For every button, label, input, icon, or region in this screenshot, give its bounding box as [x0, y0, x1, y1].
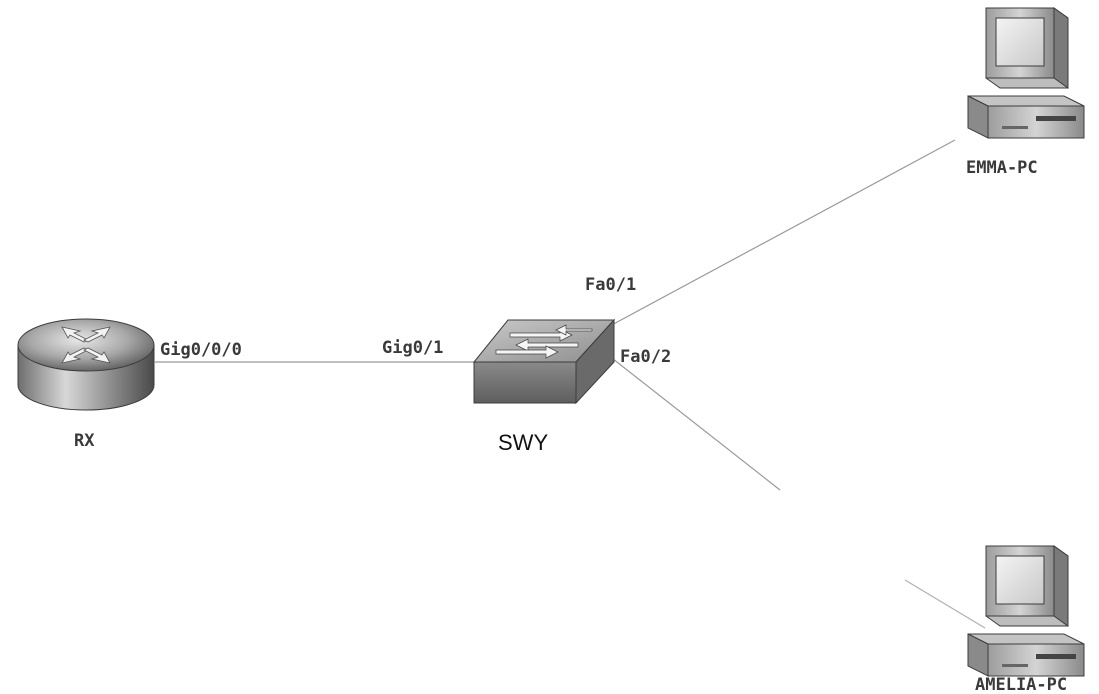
link-switch-amelia-pc-end[interactable] [904, 579, 986, 629]
pc-name-emma: EMMA-PC [966, 158, 1038, 178]
pc-icon[interactable] [967, 7, 1085, 139]
switch-port-label-fa01: Fa0/1 [585, 275, 636, 295]
switch-port-label-gig: Gig0/1 [382, 338, 443, 358]
switch-icon[interactable] [472, 318, 616, 405]
switch-port-label-fa02: Fa0/2 [620, 347, 671, 367]
router-icon[interactable] [17, 318, 155, 411]
router-port-label: Gig0/0/0 [160, 340, 242, 360]
switch-name: SWY [498, 430, 548, 455]
link-switch-amelia-pc[interactable] [607, 354, 781, 491]
pc-name-amelia: AMELIA-PC [975, 675, 1067, 694]
pc-icon[interactable] [967, 545, 1085, 677]
link-switch-emma-pc[interactable] [607, 139, 956, 328]
router-name: RX [74, 431, 95, 451]
